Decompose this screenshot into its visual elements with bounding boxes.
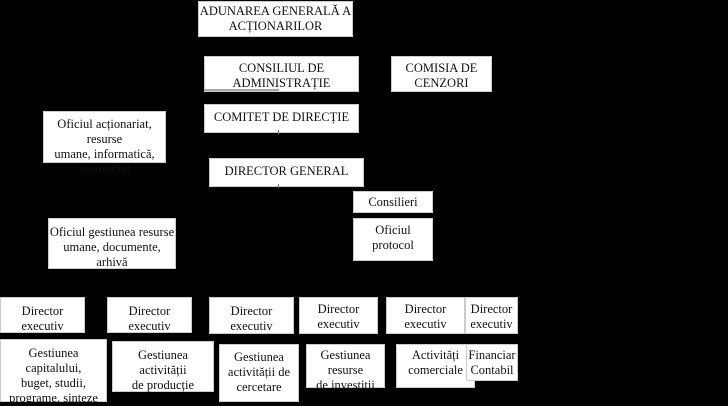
node-comitet-de-directie: COMITET DE DIRECȚIE: [204, 104, 359, 133]
node-label: Contabil: [470, 363, 514, 377]
node-department: Gestiunea capitalului, buget, studii, pr…: [0, 339, 107, 405]
node-director-executiv: Director executiv: [386, 297, 465, 334]
node-label: de investiții: [316, 378, 375, 392]
node-director-general: DIRECTOR GENERAL: [209, 158, 364, 187]
node-label: CENZORI: [414, 76, 469, 90]
node-adunarea-generala: ADUNAREA GENERALĂ A ACȚIONARILOR: [198, 1, 353, 37]
divider-line: [204, 89, 279, 91]
node-label: buget, studii,: [21, 376, 86, 390]
node-label: Director: [317, 302, 360, 316]
node-label: CONSILIUL DE: [238, 61, 325, 75]
node-label: Gestiunea: [234, 350, 284, 364]
node-label: executiv: [404, 317, 447, 331]
node-label: Gestiunea activității: [138, 348, 188, 377]
node-label: DIRECTOR GENERAL: [224, 164, 349, 178]
node-label: umane, informatică,: [54, 147, 155, 161]
node-department: Gestiunea activității de producție: [112, 341, 214, 392]
node-label: Director executiv: [230, 304, 273, 333]
node-consiliul-de-administratie: CONSILIUL DE ADMINISTRAȚIE: [204, 56, 359, 92]
node-director-executiv: Director executiv: [209, 297, 294, 334]
node-label: Oficiul acționariat, resurse: [57, 117, 152, 146]
node-label: secretariat: [78, 162, 131, 176]
node-label: executiv: [317, 317, 360, 331]
node-label: Oficiul gestiunea resurse: [49, 225, 175, 239]
node-department: Financiar Contabil: [466, 344, 518, 381]
node-label: executiv: [470, 317, 513, 331]
node-comisia-de-cenzori: COMISIA DE CENZORI: [391, 56, 492, 92]
node-oficiul-gestiunea: Oficiul gestiunea resurse umane, documen…: [48, 218, 176, 269]
node-label: Director: [470, 302, 513, 316]
node-label: comerciale: [408, 363, 463, 377]
node-label: Oficiul protocol: [372, 223, 414, 252]
node-department: Activități comerciale: [396, 344, 475, 388]
node-consilieri: Consilieri: [353, 191, 433, 213]
connector-tick: [278, 130, 279, 134]
node-label: cercetare: [236, 380, 282, 394]
node-label: activității de: [227, 365, 291, 379]
node-label: umane, documente, arhivă: [63, 240, 161, 269]
node-label: Gestiunea capitalului,: [25, 346, 82, 375]
node-department: Gestiunea resurse de investiții: [306, 344, 385, 392]
node-oficiul-protocol: Oficiul protocol: [353, 218, 433, 261]
node-director-executiv: Director executiv: [0, 297, 85, 333]
node-label: ACȚIONARILOR: [228, 19, 323, 33]
node-label: de producție: [131, 378, 195, 392]
connector-tick: [278, 184, 279, 188]
node-label: Director executiv: [21, 304, 64, 333]
node-director-executiv: Director executiv: [465, 297, 518, 334]
node-label: Director: [404, 302, 447, 316]
node-label: Director executiv: [128, 304, 171, 333]
node-label: Gestiunea resurse: [320, 348, 371, 377]
node-label: COMISIA DE: [405, 61, 478, 75]
node-label: ADUNAREA GENERALĂ A: [199, 4, 352, 18]
node-label: Financiar: [468, 348, 516, 362]
node-department: Gestiunea activității de cercetare: [219, 344, 299, 402]
node-label: Consilieri: [368, 195, 418, 209]
node-oficiul-actionariat: Oficiul acționariat, resurse umane, info…: [43, 111, 166, 176]
node-label: COMITET DE DIRECȚIE: [213, 110, 350, 124]
node-director-executiv: Director executiv: [299, 297, 378, 334]
node-label: Activități: [411, 348, 460, 362]
node-director-executiv: Director executiv: [107, 297, 192, 333]
node-label: ADMINISTRAȚIE: [232, 76, 331, 90]
node-label: programe, sinteze: [9, 391, 98, 405]
